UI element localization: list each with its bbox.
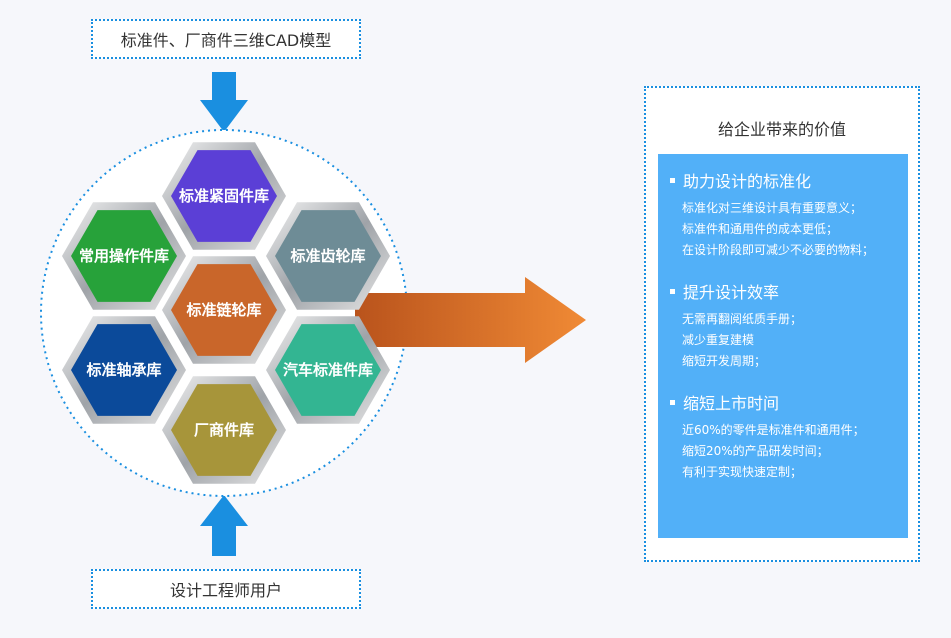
engineer-users-label: 设计工程师用户 bbox=[169, 581, 282, 600]
bullet-icon bbox=[670, 399, 675, 405]
bullet-icon bbox=[670, 288, 675, 294]
hexagon-label: 标准齿轮库 bbox=[289, 247, 365, 265]
bullet-icon bbox=[670, 177, 675, 183]
section-line: 缩短开发周期； bbox=[682, 354, 767, 368]
hexagon-label: 标准紧固件库 bbox=[178, 187, 269, 205]
section-line: 近60%的零件是标准件和通用件； bbox=[682, 423, 865, 437]
library-hexagon: 标准轴承库 bbox=[62, 316, 186, 424]
value-section: 缩短上市时间 近60%的零件是标准件和通用件； 缩短20%的产品研发时间； 有利… bbox=[670, 390, 898, 483]
value-panel-title: 给企业带来的价值 bbox=[717, 120, 846, 139]
hexagon-fill bbox=[171, 384, 277, 476]
hexagon-fill bbox=[275, 210, 381, 302]
value-section: 提升设计效率 无需再翻阅纸质手册； 减少重复建模 缩短开发周期； bbox=[670, 279, 898, 372]
section-line: 标准件和通用件的成本更低； bbox=[682, 222, 839, 236]
source-models-box: 标准件、厂商件三维CAD模型 bbox=[91, 19, 361, 59]
hexagon-label: 汽车标准件库 bbox=[283, 361, 373, 379]
section-heading: 助力设计的标准化 bbox=[683, 172, 812, 191]
value-panel-body: 助力设计的标准化 标准化对三维设计具有重要意义； 标准件和通用件的成本更低； 在… bbox=[658, 154, 908, 538]
library-hexagon: 标准链轮库 bbox=[162, 256, 286, 364]
library-hexagon: 标准紧固件库 bbox=[162, 142, 286, 250]
section-line: 无需再翻阅纸质手册； bbox=[682, 312, 803, 326]
library-hexagon: 汽车标准件库 bbox=[266, 316, 390, 424]
section-heading: 提升设计效率 bbox=[683, 283, 780, 302]
section-line: 标准化对三维设计具有重要意义； bbox=[682, 201, 863, 215]
hexagon-label: 标准轴承库 bbox=[85, 361, 161, 379]
hexagon-fill bbox=[171, 264, 277, 356]
hexagon-label: 标准链轮库 bbox=[185, 301, 261, 319]
section-heading: 缩短上市时间 bbox=[683, 394, 780, 413]
hexagon-fill bbox=[275, 324, 381, 416]
library-hexagon: 常用操作件库 bbox=[62, 202, 186, 310]
section-line: 减少重复建模 bbox=[682, 333, 755, 347]
hexagon-label: 厂商件库 bbox=[194, 421, 254, 439]
value-arrow-icon bbox=[355, 277, 586, 363]
source-models-label: 标准件、厂商件三维CAD模型 bbox=[120, 31, 332, 50]
engineer-users-box: 设计工程师用户 bbox=[91, 569, 361, 609]
hexagon-fill bbox=[71, 324, 177, 416]
up-arrow-icon bbox=[200, 495, 248, 556]
section-line: 在设计阶段即可减少不必要的物料； bbox=[682, 243, 875, 257]
section-line: 有利于实现快速定制； bbox=[682, 465, 803, 479]
down-arrow-icon bbox=[200, 72, 248, 132]
section-line: 缩短20%的产品研发时间； bbox=[682, 444, 829, 458]
value-section: 助力设计的标准化 标准化对三维设计具有重要意义； 标准件和通用件的成本更低； 在… bbox=[670, 168, 898, 261]
value-panel: 给企业带来的价值 助力设计的标准化 标准化对三维设计具有重要意义； 标准件和通用… bbox=[644, 86, 920, 562]
hexagon-fill bbox=[71, 210, 177, 302]
hexagon-label: 常用操作件库 bbox=[79, 247, 169, 265]
hexagon-fill bbox=[171, 150, 277, 242]
library-hexagon: 标准齿轮库 bbox=[266, 202, 390, 310]
library-hexagon: 厂商件库 bbox=[162, 376, 286, 484]
